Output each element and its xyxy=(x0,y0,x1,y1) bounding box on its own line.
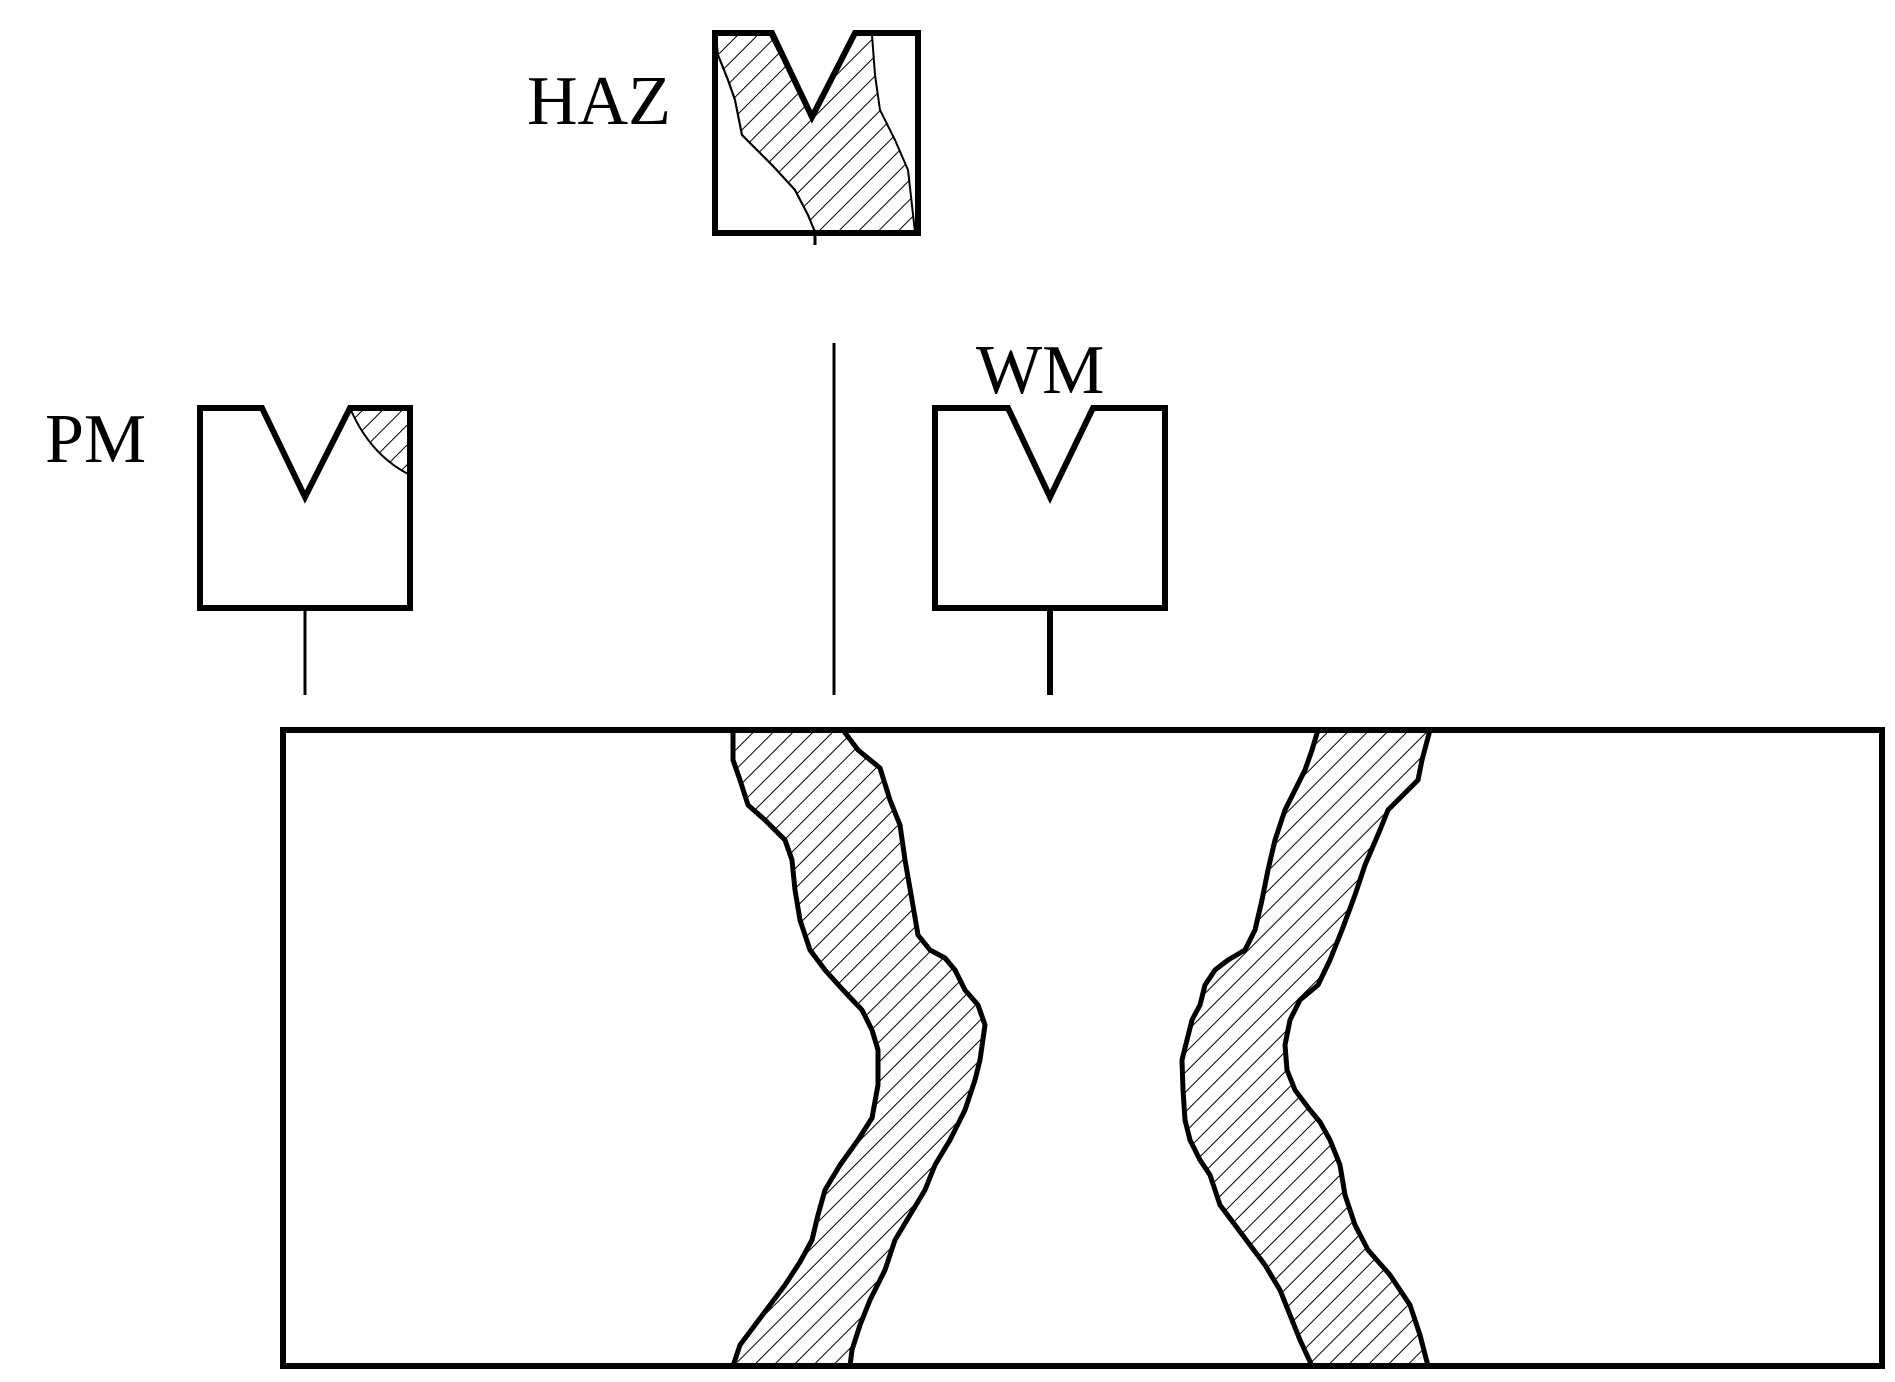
haz-hatched-region xyxy=(714,34,917,233)
plate-outline xyxy=(280,727,1885,1369)
weld-cross-section xyxy=(280,727,1885,1369)
wm-specimen: WM xyxy=(932,332,1168,695)
haz-label: HAZ xyxy=(527,63,671,140)
right-haz-band xyxy=(1179,727,1433,1369)
left-haz-band xyxy=(730,727,988,1369)
wm-label: WM xyxy=(976,332,1104,409)
haz-specimen-outline xyxy=(712,30,921,236)
pm-label: PM xyxy=(45,401,146,478)
pm-specimen: PM xyxy=(45,401,413,695)
pm-specimen-outline xyxy=(197,405,413,611)
pm-hatched-corner xyxy=(348,407,411,477)
haz-specimen: HAZ xyxy=(527,30,921,245)
wm-specimen-outline xyxy=(932,405,1168,611)
haz-boundary-line xyxy=(717,54,816,233)
